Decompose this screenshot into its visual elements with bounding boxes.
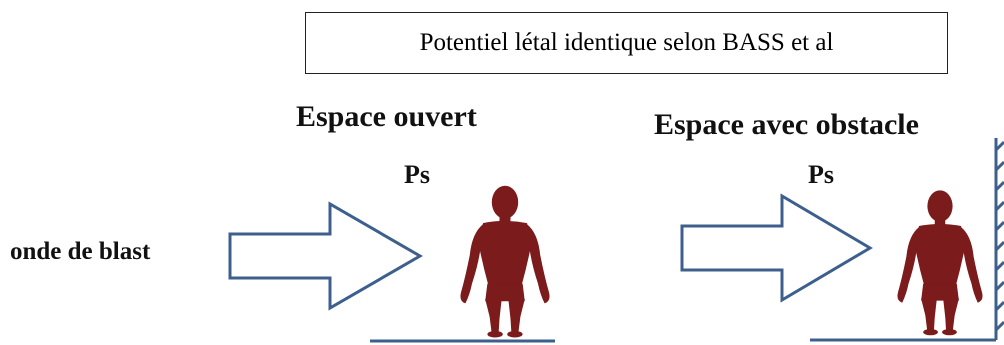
title-box: Potentiel létal identique selon BASS et … xyxy=(305,12,948,74)
blast-arrow-open-space xyxy=(228,201,423,311)
heading-obstacle-space: Espace avec obstacle xyxy=(654,108,919,141)
title-text: Potentiel létal identique selon BASS et … xyxy=(419,29,834,56)
blast-arrow-obstacle-space xyxy=(680,193,873,303)
obstacle-wall xyxy=(994,138,1004,340)
blast-wave-label: onde de blast xyxy=(10,238,151,265)
pressure-label-left: Ps xyxy=(404,160,430,189)
human-figure-icon-obstacle-space xyxy=(897,190,983,336)
pressure-label-right: Ps xyxy=(808,160,834,189)
heading-open-space: Espace ouvert xyxy=(296,100,477,133)
human-figure-icon-open-space xyxy=(460,185,550,338)
